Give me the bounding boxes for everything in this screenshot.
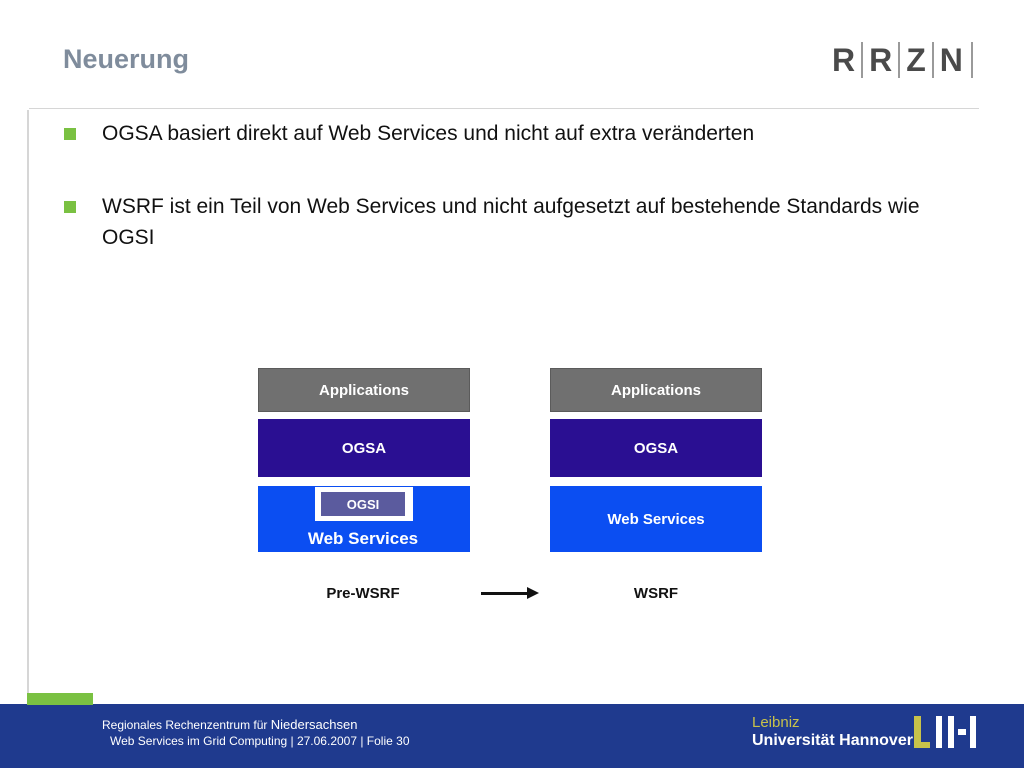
logo-separator — [898, 42, 901, 78]
rrzn-logo: R R Z N — [826, 40, 973, 80]
logo-separator — [970, 42, 973, 78]
ogsi-block: OGSI — [321, 492, 405, 516]
footer-org-prefix: Regionales Rechenzentrum für — [102, 718, 271, 732]
logo-separator — [931, 42, 934, 78]
bullet-text: OGSA basiert direkt auf Web Services und… — [102, 122, 755, 145]
left-applications-layer: Applications — [258, 368, 470, 412]
pre-wsrf-caption: Pre-WSRF — [326, 585, 400, 602]
bullet-square-icon — [64, 201, 76, 213]
header-divider — [29, 108, 979, 109]
footer-organization: Regionales Rechenzentrum für Niedersachs… — [102, 717, 357, 732]
left-web-services-label: Web Services — [307, 529, 419, 548]
right-applications-layer: Applications — [550, 368, 762, 412]
university-logo-text: Leibniz Universität Hannover — [752, 714, 913, 749]
logo-letter-2: R — [869, 42, 893, 78]
logo-letter-1: R — [832, 42, 856, 78]
left-border — [27, 110, 29, 693]
right-ogsa-layer: OGSA — [550, 419, 762, 477]
wsrf-caption: WSRF — [633, 585, 679, 602]
left-ogsa-layer: OGSA — [258, 419, 470, 477]
footer-bar — [0, 704, 1024, 768]
slide-title: Neuerung — [63, 44, 190, 74]
logo-separator — [861, 42, 864, 78]
architecture-diagram: Applications OGSA OGSI Web Services Pre-… — [257, 367, 763, 608]
logo-letter-3: Z — [906, 42, 926, 78]
bullet-text: WSRF ist ein Teil von Web Services und n… — [102, 195, 920, 249]
university-line-2: Universität Hannover — [752, 732, 913, 749]
luh-mark-icon — [914, 716, 976, 748]
university-line-1: Leibniz — [752, 714, 800, 731]
footer-presentation-info: Web Services im Grid Computing | 27.06.2… — [110, 734, 410, 748]
right-web-services-layer: Web Services — [550, 486, 762, 552]
bullet-square-icon — [64, 128, 76, 140]
arrow-head-icon — [527, 587, 539, 599]
transition-arrow — [481, 592, 529, 595]
footer-org-region: Niedersachsen — [270, 717, 358, 732]
logo-letter-4: N — [939, 42, 963, 78]
footer-accent — [27, 693, 93, 705]
